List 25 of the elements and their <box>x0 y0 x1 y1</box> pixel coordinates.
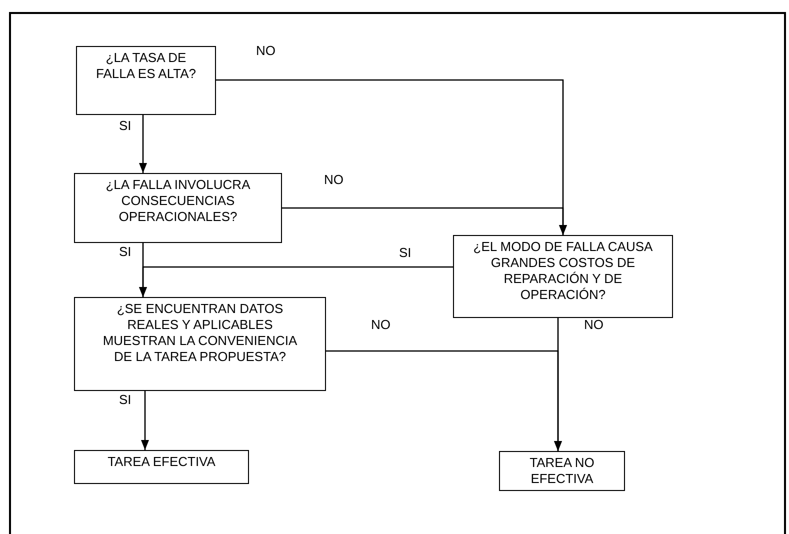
process-box <box>76 46 216 115</box>
edge-label: SI <box>118 245 132 258</box>
box-text: ¿EL MODO DE FALLA CAUSA GRANDES COSTOS DE REPARACIÓN Y DE OPERACIÓN? <box>472 239 654 303</box>
edge-label: NO <box>370 318 392 331</box>
edge-label: NO <box>583 318 604 331</box>
edge-label: SI <box>398 246 412 259</box>
process-box <box>499 451 625 491</box>
process-box <box>74 173 282 243</box>
arrow <box>139 266 453 297</box>
process-box <box>74 450 249 484</box>
box-text: ¿LA TASA DE FALLA ES ALTA? <box>95 50 197 82</box>
edge-label: NO <box>255 44 276 57</box>
box-text: TAREA EFECTIVA <box>108 454 216 470</box>
box-text: TAREA NO EFECTIVA <box>528 455 596 487</box>
arrow <box>554 318 562 451</box>
arrow <box>282 207 567 235</box>
edge-label: SI <box>118 393 132 406</box>
process-box <box>74 297 326 391</box>
edge-label: SI <box>118 119 132 132</box>
box-text: ¿LA FALLA INVOLUCRA CONSECUENCIAS OPERACIONALES? <box>104 177 252 225</box>
arrow <box>139 115 147 173</box>
edge-label: NO <box>323 173 344 186</box>
process-box <box>453 235 673 318</box>
arrow <box>141 391 149 450</box>
box-text: ¿SE ENCUENTRAN DATOS REALES Y APLICABLES MUESTRAN LA CONVENIENCIA DE LA TAREA PROPUESTA? <box>102 301 298 365</box>
